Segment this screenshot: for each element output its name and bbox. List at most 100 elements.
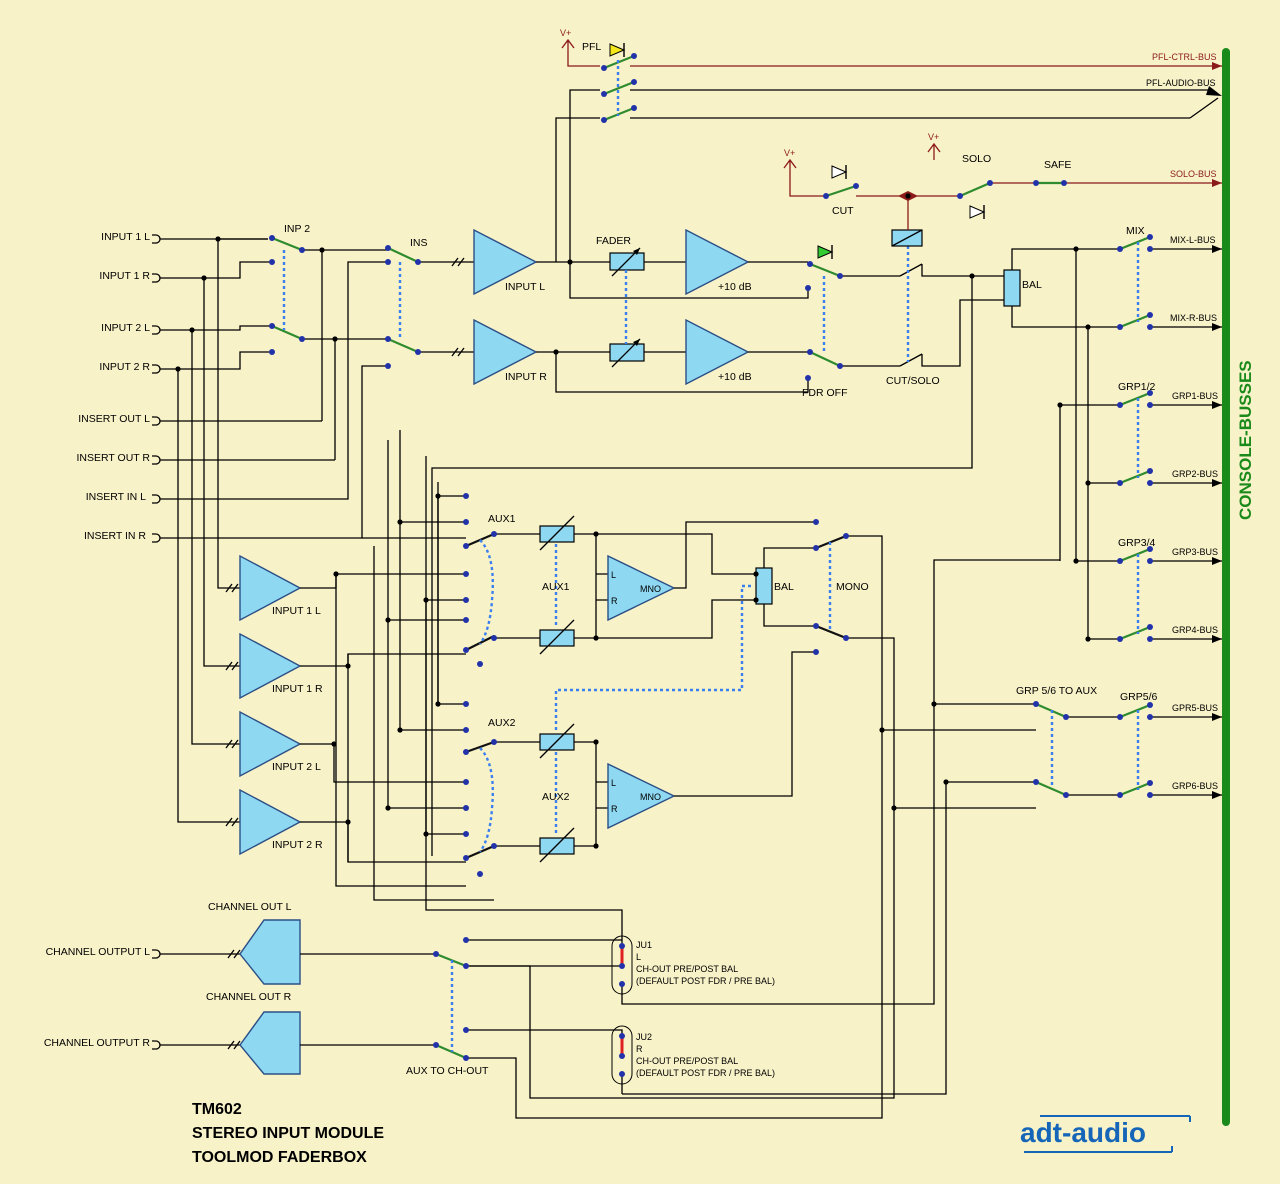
contact-dot	[813, 519, 819, 525]
contact-dot	[463, 855, 469, 861]
chout-amp-l	[239, 919, 301, 985]
contact-dot	[1117, 714, 1123, 720]
aux2-label: AUX2	[488, 717, 516, 729]
bus-mix-r: MIX-R-BUS	[1170, 313, 1217, 323]
mix-label: MIX	[1126, 225, 1145, 237]
cut-solo-label: CUT/SOLO	[886, 375, 940, 387]
amp-input-l	[473, 228, 538, 296]
contact-dot	[463, 647, 469, 653]
svg-text:(DEFAULT POST FDR / PRE BAL): (DEFAULT POST FDR / PRE BAL)	[636, 976, 775, 986]
junction-dot	[397, 519, 403, 525]
svg-text:CH-OUT PRE/POST BAL: CH-OUT PRE/POST BAL	[636, 1056, 738, 1066]
contact-dot	[619, 1033, 625, 1039]
junction-dot	[385, 617, 391, 623]
contact-dot	[463, 779, 469, 785]
grp56-section: GRP 5/6 TO AUX GRP5/6	[622, 559, 1158, 1095]
aux-section: AUX1 AUX2 AUX1 AUX2 L R MNO L R MNO BAL …	[362, 430, 895, 1119]
chout-r-label: CHANNEL OUT R	[206, 991, 292, 1003]
channel-output-l-label: CHANNEL OUTPUT L	[46, 946, 151, 958]
contact-dot	[805, 375, 811, 381]
junction-dot	[385, 805, 391, 811]
bus-grp6: GRP6-BUS	[1172, 781, 1218, 791]
insert-in-l-label: INSERT IN L	[86, 491, 146, 503]
contact-dot	[463, 543, 469, 549]
junction-dot	[435, 493, 441, 499]
junction-dot	[1085, 636, 1091, 642]
svg-text:INPUT 1 L: INPUT 1 L	[272, 605, 321, 617]
title-line-2: STEREO INPUT MODULE	[192, 1125, 384, 1142]
contact-dot	[1147, 624, 1153, 630]
contact-dot	[1117, 792, 1123, 798]
svg-text:L: L	[611, 778, 616, 788]
junction-dot	[435, 701, 441, 707]
contact-dot	[1117, 480, 1123, 486]
junction-dot	[189, 327, 195, 333]
contact-dot	[813, 649, 819, 655]
bus-grp2: GRP2-BUS	[1172, 469, 1218, 479]
contact-dot	[631, 105, 637, 111]
svg-text:INPUT 2 R: INPUT 2 R	[272, 839, 323, 851]
svg-text:INPUT L: INPUT L	[505, 281, 545, 293]
ins-label: INS	[410, 237, 428, 249]
bus-grp5: GPR5-BUS	[1172, 703, 1218, 713]
junction-dot	[879, 727, 885, 733]
amp-in1l	[239, 554, 302, 622]
safe-label: SAFE	[1044, 159, 1071, 171]
grp12-label: GRP1/2	[1118, 381, 1156, 393]
svg-text:MNO: MNO	[640, 584, 661, 594]
contact-dot	[1033, 779, 1039, 785]
contact-dot	[1147, 702, 1153, 708]
bus-solo: SOLO-BUS	[1170, 169, 1217, 179]
junction-dot	[332, 336, 338, 342]
amp-plus10-r	[685, 318, 750, 386]
contact-dot	[843, 533, 849, 539]
contact-dot	[1147, 480, 1153, 486]
aux-to-chout-label: AUX TO CH-OUT	[406, 1065, 489, 1077]
contact-dot	[463, 805, 469, 811]
junction-dot	[1073, 558, 1079, 564]
junction-dot	[753, 597, 759, 603]
svg-text:+10 dB: +10 dB	[718, 281, 752, 293]
inp2-label: INP 2	[284, 223, 310, 235]
contact-dot	[1061, 180, 1067, 186]
contact-dot	[601, 91, 607, 97]
contact-dot	[619, 981, 625, 987]
contact-dot	[619, 963, 625, 969]
amp-input-r	[473, 318, 538, 386]
contact-dot	[1033, 701, 1039, 707]
bus-mix-l: MIX-L-BUS	[1170, 235, 1216, 245]
svg-text:BAL: BAL	[1022, 279, 1042, 291]
grp56-label: GRP5/6	[1120, 691, 1158, 703]
contact-dot	[491, 739, 497, 745]
contact-dot	[807, 349, 813, 355]
grp34-label: GRP3/4	[1118, 537, 1156, 549]
amp-in2r	[239, 788, 302, 856]
contact-dot	[463, 493, 469, 499]
contact-dot	[813, 623, 819, 629]
insert-in-r-label: INSERT IN R	[84, 530, 146, 542]
title-line-3: TOOLMOD FADERBOX	[192, 1149, 367, 1166]
bus-lines: PFL-CTRL-BUS PFL-AUDIO-BUS SOLO-BUS MIX-…	[630, 52, 1222, 799]
junction-dot	[1057, 402, 1063, 408]
contact-dot	[957, 193, 963, 199]
aux2-pot-label: AUX2	[542, 791, 570, 803]
junction-dot	[553, 349, 559, 355]
amp-plus10-l	[685, 228, 750, 296]
console-busses-label: CONSOLE-BUSSES	[1236, 360, 1255, 520]
input-1l-label: INPUT 1 L	[101, 231, 150, 243]
junction-dot	[943, 779, 949, 785]
contact-dot	[463, 1055, 469, 1061]
contact-dot	[463, 1027, 469, 1033]
contact-dot	[269, 235, 275, 241]
contact-dot	[491, 531, 497, 537]
contact-dot	[415, 259, 421, 265]
contact-dot	[463, 617, 469, 623]
junction-dot	[567, 259, 573, 265]
contact-dot	[463, 701, 469, 707]
contact-dot	[601, 117, 607, 123]
contact-dot	[843, 635, 849, 641]
contact-dot	[491, 843, 497, 849]
fdr-off-switch: FDR OFF CUT/SOLO	[431, 196, 1004, 856]
insert-out-l-label: INSERT OUT L	[78, 413, 150, 425]
contact-dot	[1147, 468, 1153, 474]
